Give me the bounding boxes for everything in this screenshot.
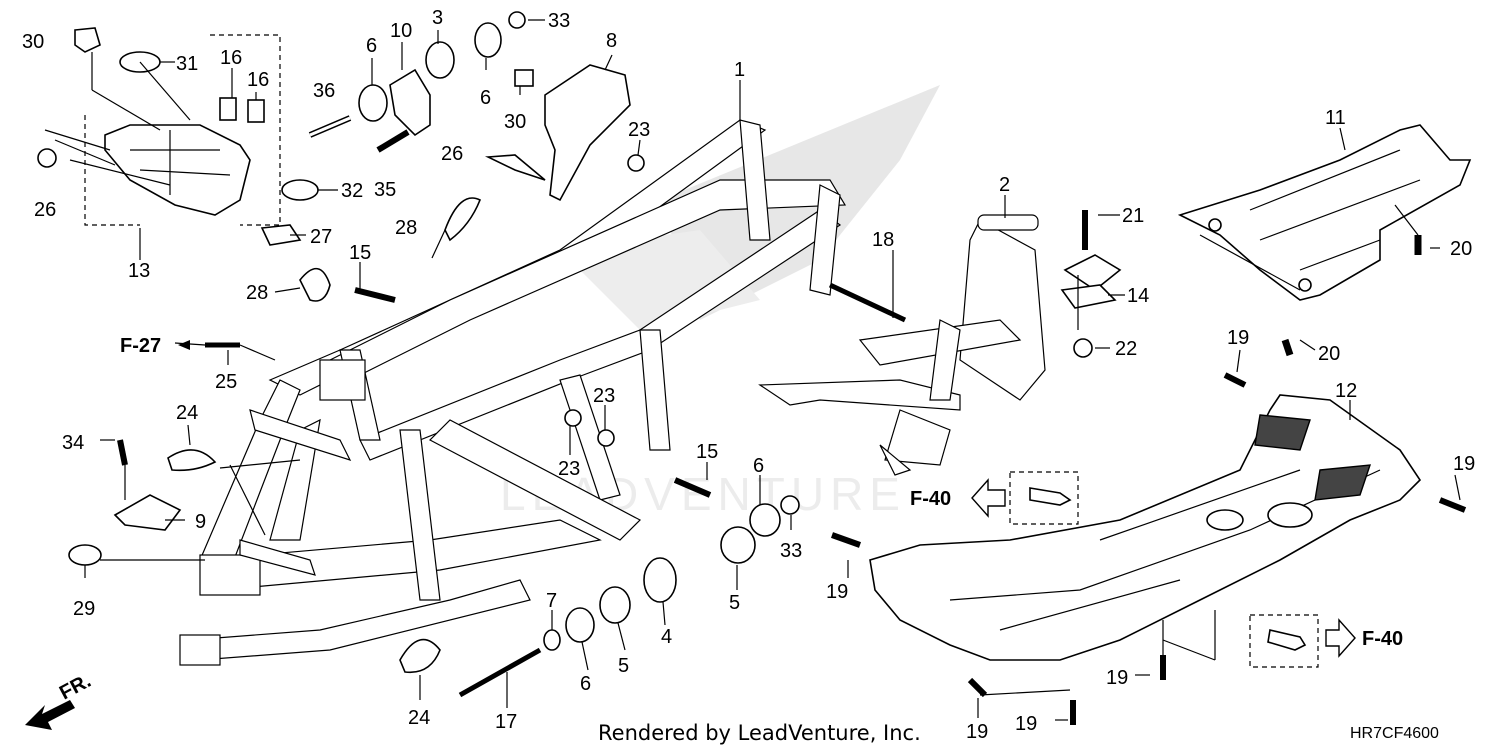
callout-19: 19 [966, 721, 988, 743]
callout-10: 10 [390, 20, 412, 42]
hardware-parts [37, 11, 1467, 725]
callout-23: 23 [628, 119, 650, 141]
callout-11: 11 [1325, 107, 1346, 129]
reference-f40-right[interactable]: F-40 [1362, 628, 1403, 650]
reference-f27[interactable]: F-27 [120, 335, 161, 357]
callout-1: 1 [734, 59, 745, 81]
callout-23: 23 [558, 458, 580, 480]
callout-19: 19 [1227, 327, 1249, 349]
sub-frame[interactable] [758, 214, 1046, 476]
callout-20: 20 [1450, 238, 1472, 260]
callout-9: 9 [195, 511, 206, 533]
callout-19: 19 [1106, 667, 1128, 689]
callout-14: 14 [1127, 285, 1149, 307]
callout-24: 24 [408, 707, 430, 729]
callout-19: 19 [1453, 453, 1475, 475]
callout-36: 36 [313, 80, 335, 102]
group-outline-13 [210, 34, 281, 226]
arrow-left-icon [178, 340, 190, 350]
callout-24: 24 [176, 402, 198, 424]
leader-lines [44, 19, 1461, 721]
callout-26: 26 [441, 143, 463, 165]
callout-25: 25 [215, 371, 237, 393]
bracket-assembly[interactable] [104, 97, 265, 216]
callout-4: 4 [661, 626, 672, 648]
clip-box-right [1249, 614, 1319, 668]
callout-28: 28 [246, 282, 268, 304]
callout-23: 23 [593, 385, 615, 407]
callout-29: 29 [73, 598, 95, 620]
reference-f40-left[interactable]: F-40 [910, 488, 951, 510]
callout-30: 30 [22, 31, 44, 53]
footer-credit: Rendered by LeadVenture, Inc. [598, 721, 921, 745]
callout-7: 7 [546, 590, 557, 612]
callout-33: 33 [548, 10, 570, 32]
callout-19: 19 [826, 581, 848, 603]
hollow-arrow-right-icon [1325, 618, 1356, 658]
callout-5: 5 [729, 592, 740, 614]
callout-30: 30 [504, 111, 526, 133]
callout-18: 18 [872, 229, 894, 251]
callout-6: 6 [580, 673, 591, 695]
callout-16: 16 [247, 69, 269, 91]
callout-32: 32 [341, 180, 363, 202]
callout-33: 33 [780, 540, 802, 562]
callout-16: 16 [220, 47, 242, 69]
callout-21: 21 [1122, 205, 1144, 227]
callout-6: 6 [480, 87, 491, 109]
callout-6: 6 [753, 455, 764, 477]
hollow-arrow-left-icon [971, 478, 1006, 518]
callout-15: 15 [696, 441, 718, 463]
callout-20: 20 [1318, 343, 1340, 365]
callout-8: 8 [606, 30, 617, 52]
front-direction-indicator: FR. [25, 670, 95, 730]
callout-27: 27 [310, 226, 332, 248]
diagram-code: HR7CF4600 [1350, 725, 1439, 742]
clip-box-left [1009, 471, 1079, 525]
skid-plate-upper[interactable] [1177, 124, 1472, 301]
callout-12: 12 [1335, 380, 1357, 402]
callout-34: 34 [62, 432, 84, 454]
callout-26: 26 [34, 199, 56, 221]
callout-15: 15 [349, 242, 371, 264]
main-frame[interactable] [179, 119, 847, 666]
callout-3: 3 [432, 7, 443, 29]
callout-13: 13 [128, 260, 150, 282]
callout-28: 28 [395, 217, 417, 239]
callout-22: 22 [1115, 338, 1137, 360]
callouts: 30 31 16 16 36 6 10 3 6 33 8 30 1 23 26 … [22, 7, 1475, 743]
direction-label: FR. [56, 670, 95, 705]
callout-5: 5 [618, 655, 629, 677]
callout-31: 31 [176, 53, 198, 75]
callout-17: 17 [495, 711, 517, 733]
callout-2: 2 [999, 174, 1010, 196]
skid-plate-lower[interactable] [869, 394, 1422, 661]
callout-6: 6 [366, 35, 377, 57]
callout-35: 35 [374, 179, 396, 201]
callout-19: 19 [1015, 713, 1037, 735]
